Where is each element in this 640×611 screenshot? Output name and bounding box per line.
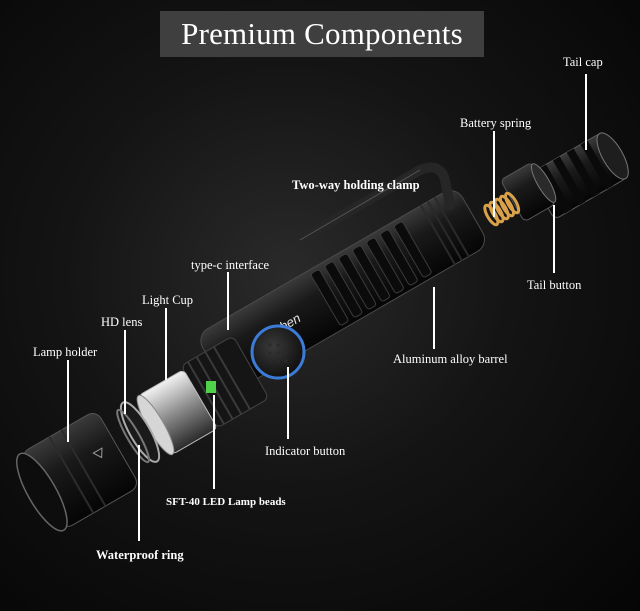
label-lamp-holder: Lamp holder bbox=[33, 345, 98, 359]
page-title: Premium Components bbox=[181, 16, 463, 51]
leader-line-lamp-holder bbox=[67, 360, 69, 442]
label-two-way-clamp: Two-way holding clamp bbox=[292, 178, 420, 192]
leader-line-tail-cap bbox=[585, 74, 587, 150]
label-type-c: type-c interface bbox=[191, 258, 270, 272]
label-hd-lens: HD lens bbox=[101, 315, 143, 329]
hd-lens bbox=[116, 401, 161, 464]
light-cup bbox=[136, 370, 217, 456]
leader-line-battery-spring bbox=[493, 131, 495, 217]
led-bead bbox=[206, 381, 216, 393]
leader-line-aluminum-barrel bbox=[433, 287, 435, 349]
label-tail-button: Tail button bbox=[527, 278, 582, 292]
label-battery-spring: Battery spring bbox=[460, 116, 532, 130]
label-waterproof-ring: Waterproof ring bbox=[96, 548, 184, 562]
label-led-beads: SFT-40 LED Lamp beads bbox=[166, 496, 286, 508]
tail-button bbox=[501, 163, 557, 221]
label-aluminum-barrel: Aluminum alloy barrel bbox=[393, 352, 508, 366]
label-tail-cap: Tail cap bbox=[563, 55, 603, 69]
leader-line-hd-lens bbox=[124, 330, 126, 414]
holding-clamp bbox=[295, 162, 455, 245]
leader-line-type-c bbox=[227, 272, 229, 330]
leader-line-light-cup bbox=[165, 308, 167, 380]
lamp-holder bbox=[16, 413, 137, 532]
leader-line-indicator-button bbox=[287, 367, 289, 439]
title-banner: Premium Components bbox=[160, 11, 484, 57]
label-light-cup: Light Cup bbox=[142, 293, 194, 307]
leader-line-waterproof-ring bbox=[138, 445, 140, 541]
leader-line-tail-button bbox=[553, 205, 555, 273]
label-indicator-button: Indicator button bbox=[265, 444, 346, 458]
leader-line-led-beads bbox=[213, 395, 215, 489]
